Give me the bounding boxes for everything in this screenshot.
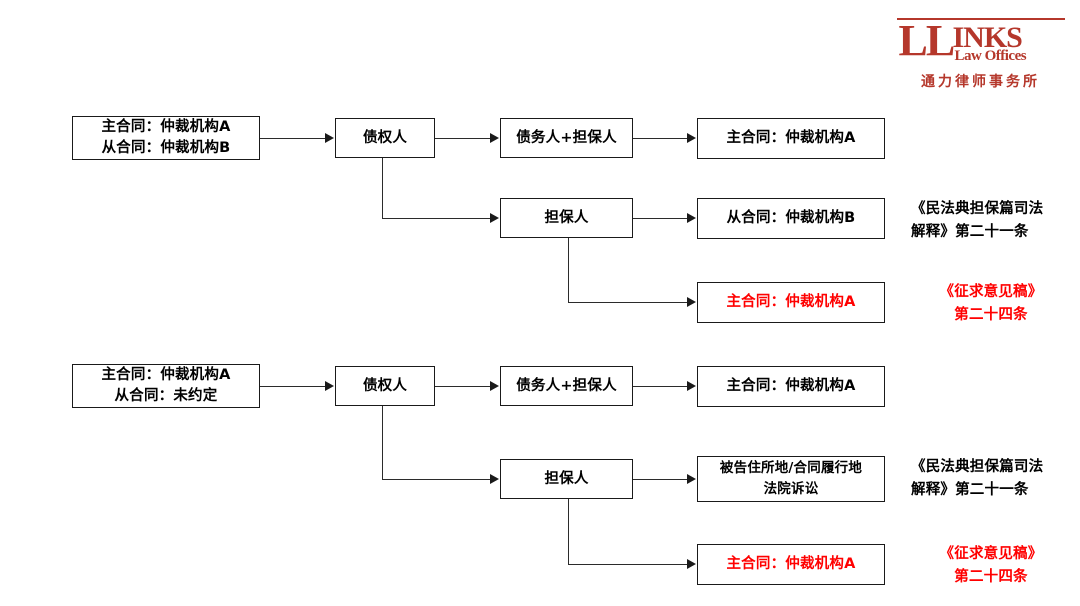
connector-guarantor2-to-courtresult2	[633, 479, 687, 480]
arrowhead-debtor1-to-result1	[687, 133, 696, 143]
connector-creditor1-to-guarantor1	[382, 218, 490, 219]
source-contract-box-1: 主合同：仲裁机构A 从合同：仲裁机构B	[72, 116, 260, 160]
annotation-judicial-interpretation-2: 《民法典担保篇司法 解释》第二十一条	[911, 459, 1044, 498]
result-court-litigation-box-2-line2: 法院诉讼	[763, 481, 819, 497]
debtor-guarantor-box-1-label: 债务人+担保人	[516, 129, 617, 146]
debtor-guarantor-box-1: 债务人+担保人	[500, 118, 633, 158]
source-contract-box-2-line2: 从合同：未约定	[114, 388, 218, 404]
result-main-contract-red-box-2-label: 主合同：仲裁机构A	[726, 556, 856, 572]
guarantor-box-2-label: 担保人	[544, 470, 589, 487]
connector-creditor2-to-debtor2	[435, 386, 490, 387]
arrowhead-creditor1-to-guarantor1	[490, 213, 499, 223]
logo-tagline: Law Offices	[954, 48, 1027, 64]
result-main-contract-box-1: 主合同：仲裁机构A	[697, 118, 885, 159]
arrowhead-creditor2-to-guarantor2	[490, 474, 499, 484]
creditor-box-2-label: 债权人	[362, 377, 408, 394]
source-contract-box-2-line1: 主合同：仲裁机构A	[101, 367, 231, 383]
annotation-judicial-interpretation-1: 《民法典担保篇司法 解释》第二十一条	[911, 201, 1044, 240]
result-main-contract-red-box-2: 主合同：仲裁机构A	[697, 544, 885, 585]
arrowhead-creditor2-to-debtor2	[490, 381, 499, 391]
guarantor-box-2: 担保人	[500, 459, 633, 499]
guarantor-box-1: 担保人	[500, 198, 633, 238]
guarantor-box-1-label: 担保人	[544, 209, 589, 226]
creditor-box-1: 债权人	[335, 118, 435, 158]
logo-inks-letters: INKS	[952, 21, 1023, 54]
logo-top-rule	[896, 18, 1065, 20]
annotation-draft-for-comment-1: 《征求意见稿》 第二十四条	[939, 284, 1043, 323]
connector-guarantor1-down-1	[568, 238, 569, 302]
source-contract-box-1-line2: 从合同：仲裁机构B	[101, 140, 231, 156]
result-court-litigation-box-2-line1: 被告住所地/合同履行地	[719, 460, 863, 476]
arrowhead-guarantor2-to-courtresult2	[687, 474, 696, 484]
logo-ll-letters: LL	[898, 16, 956, 65]
arrowhead-guarantor1-to-subresult1	[687, 213, 696, 223]
logo-wordmark: LL INKS Law Offices	[897, 16, 1065, 65]
result-main-contract-red-box-1-label: 主合同：仲裁机构A	[726, 294, 856, 310]
connector-debtor1-to-result1	[633, 138, 687, 139]
links-law-offices-logo: LL INKS Law Offices 通力律师事务所	[893, 18, 1068, 94]
result-court-litigation-box-2: 被告住所地/合同履行地 法院诉讼	[697, 456, 885, 502]
result-main-contract-box-2-label: 主合同：仲裁机构A	[726, 378, 856, 394]
result-main-contract-box-1-label: 主合同：仲裁机构A	[726, 130, 856, 146]
connector-guarantor1-to-redresult1	[568, 302, 687, 303]
debtor-guarantor-box-2-label: 债务人+担保人	[516, 377, 617, 394]
creditor-box-2: 债权人	[335, 366, 435, 406]
connector-creditor2-to-guarantor2	[382, 479, 490, 480]
result-main-contract-box-2: 主合同：仲裁机构A	[697, 366, 885, 407]
source-contract-box-2: 主合同：仲裁机构A 从合同：未约定	[72, 364, 260, 408]
connector-creditor1-down-1	[382, 158, 383, 218]
connector-source2-to-creditor2	[260, 386, 325, 387]
connector-guarantor2-to-redresult2	[568, 564, 687, 565]
source-contract-box-1-line1: 主合同：仲裁机构A	[101, 119, 231, 135]
result-sub-contract-box-1: 从合同：仲裁机构B	[697, 198, 885, 239]
result-sub-contract-box-1-label: 从合同：仲裁机构B	[726, 210, 856, 226]
arrowhead-debtor2-to-result2	[687, 381, 696, 391]
creditor-box-1-label: 债权人	[362, 129, 408, 146]
arrowhead-source2-to-creditor2	[325, 381, 334, 391]
arrowhead-creditor1-to-debtor1	[490, 133, 499, 143]
logo-chinese-name: 通力律师事务所	[921, 74, 1040, 90]
result-main-contract-red-box-1: 主合同：仲裁机构A	[697, 282, 885, 323]
annotation-draft-for-comment-2: 《征求意见稿》 第二十四条	[939, 546, 1043, 585]
connector-guarantor1-to-subresult1	[633, 218, 687, 219]
connector-creditor1-to-debtor1	[435, 138, 490, 139]
connector-debtor2-to-result2	[633, 386, 687, 387]
arrowhead-guarantor1-to-redresult1	[687, 297, 696, 307]
connector-creditor2-down-2	[382, 406, 383, 479]
debtor-guarantor-box-2: 债务人+担保人	[500, 366, 633, 406]
connector-source1-to-creditor1	[260, 138, 325, 139]
arrowhead-guarantor2-to-redresult2	[687, 559, 696, 569]
connector-guarantor2-down-2	[568, 499, 569, 564]
arrowhead-source1-to-creditor1	[325, 133, 334, 143]
